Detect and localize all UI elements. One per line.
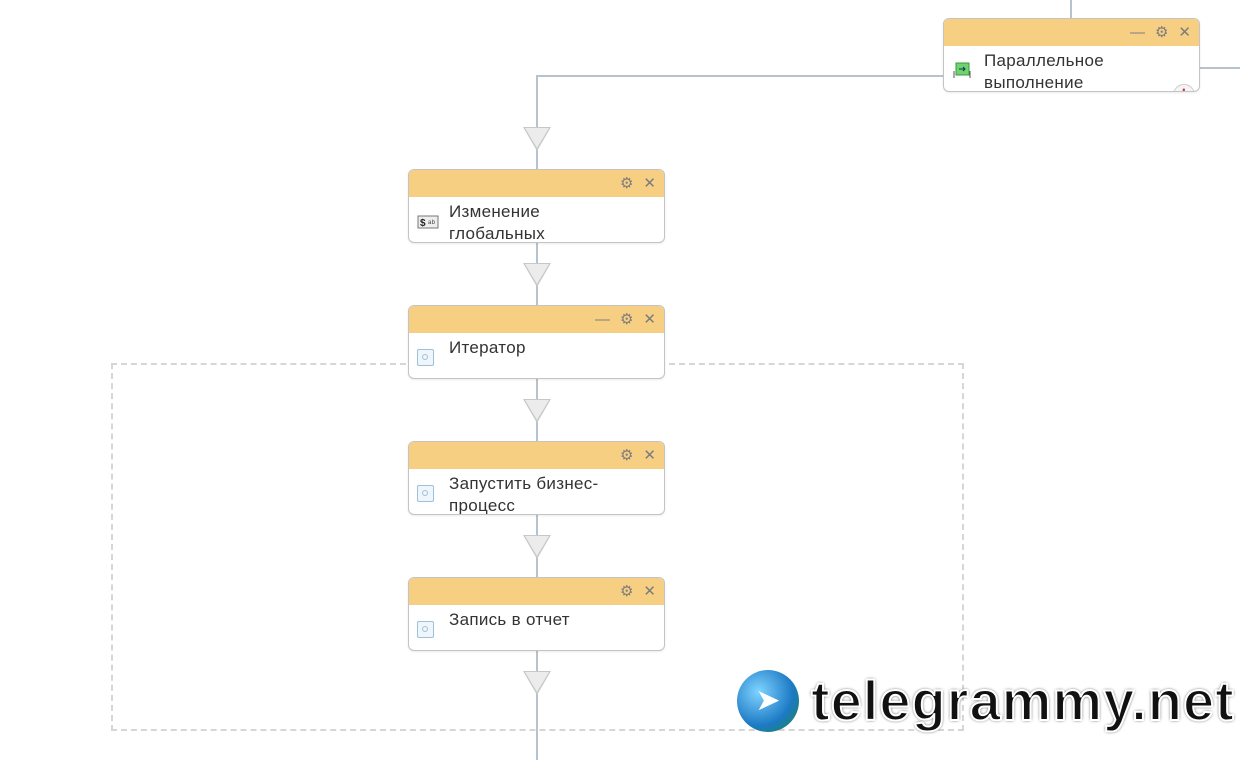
node-change-globals[interactable]: ⚙ ✕ $ab Изменение глобальных	[408, 169, 665, 243]
svg-text:$: $	[420, 218, 426, 229]
connector	[1199, 67, 1240, 69]
gear-icon[interactable]: ⚙	[619, 583, 634, 600]
node-label: Запустить бизнес-	[449, 474, 599, 493]
watermark: ➤ telegrammy.net	[737, 668, 1235, 733]
activity-icon	[417, 349, 434, 366]
flow-arrow	[523, 399, 551, 423]
node-label: процесс	[449, 496, 516, 515]
flow-arrow	[523, 671, 551, 695]
flow-arrow	[523, 535, 551, 559]
gear-icon[interactable]: ⚙	[619, 311, 634, 328]
node-label: Итератор	[449, 338, 526, 357]
node-label: Изменение	[449, 202, 541, 221]
variables-icon: $ab	[417, 215, 439, 229]
minimize-icon[interactable]: —	[594, 311, 610, 328]
close-icon[interactable]: ✕	[643, 175, 656, 192]
node-label: Запись в отчет	[449, 610, 570, 629]
watermark-text: telegrammy.net	[810, 668, 1235, 733]
node-start-business-process[interactable]: ⚙ ✕ Запустить бизнес- процесс	[408, 441, 665, 515]
gear-icon[interactable]: ⚙	[1154, 24, 1169, 41]
close-icon[interactable]: ✕	[643, 311, 656, 328]
activity-icon	[417, 485, 434, 502]
gear-icon[interactable]: ⚙	[619, 175, 634, 192]
node-label: выполнение	[984, 73, 1084, 92]
node-write-report[interactable]: ⚙ ✕ Запись в отчет	[408, 577, 665, 651]
svg-text:ab: ab	[428, 220, 436, 226]
close-icon[interactable]: ✕	[643, 583, 656, 600]
minimize-icon[interactable]: —	[1129, 24, 1145, 41]
connector	[1070, 0, 1072, 18]
parallel-icon	[953, 62, 971, 78]
close-icon[interactable]: ✕	[643, 447, 656, 464]
flow-arrow	[523, 127, 551, 151]
gear-icon[interactable]: ⚙	[619, 447, 634, 464]
node-iterator[interactable]: — ⚙ ✕ Итератор	[408, 305, 665, 379]
connector	[536, 75, 943, 77]
close-icon[interactable]: ✕	[1178, 24, 1191, 41]
telegram-logo-icon: ➤	[737, 669, 799, 732]
node-label: глобальных	[449, 224, 546, 243]
activity-icon	[417, 621, 434, 638]
node-label: Параллельное	[984, 51, 1104, 70]
node-parallel-execution[interactable]: —⚙✕ Параллельное выполнение +	[943, 18, 1200, 92]
flow-arrow	[523, 263, 551, 287]
